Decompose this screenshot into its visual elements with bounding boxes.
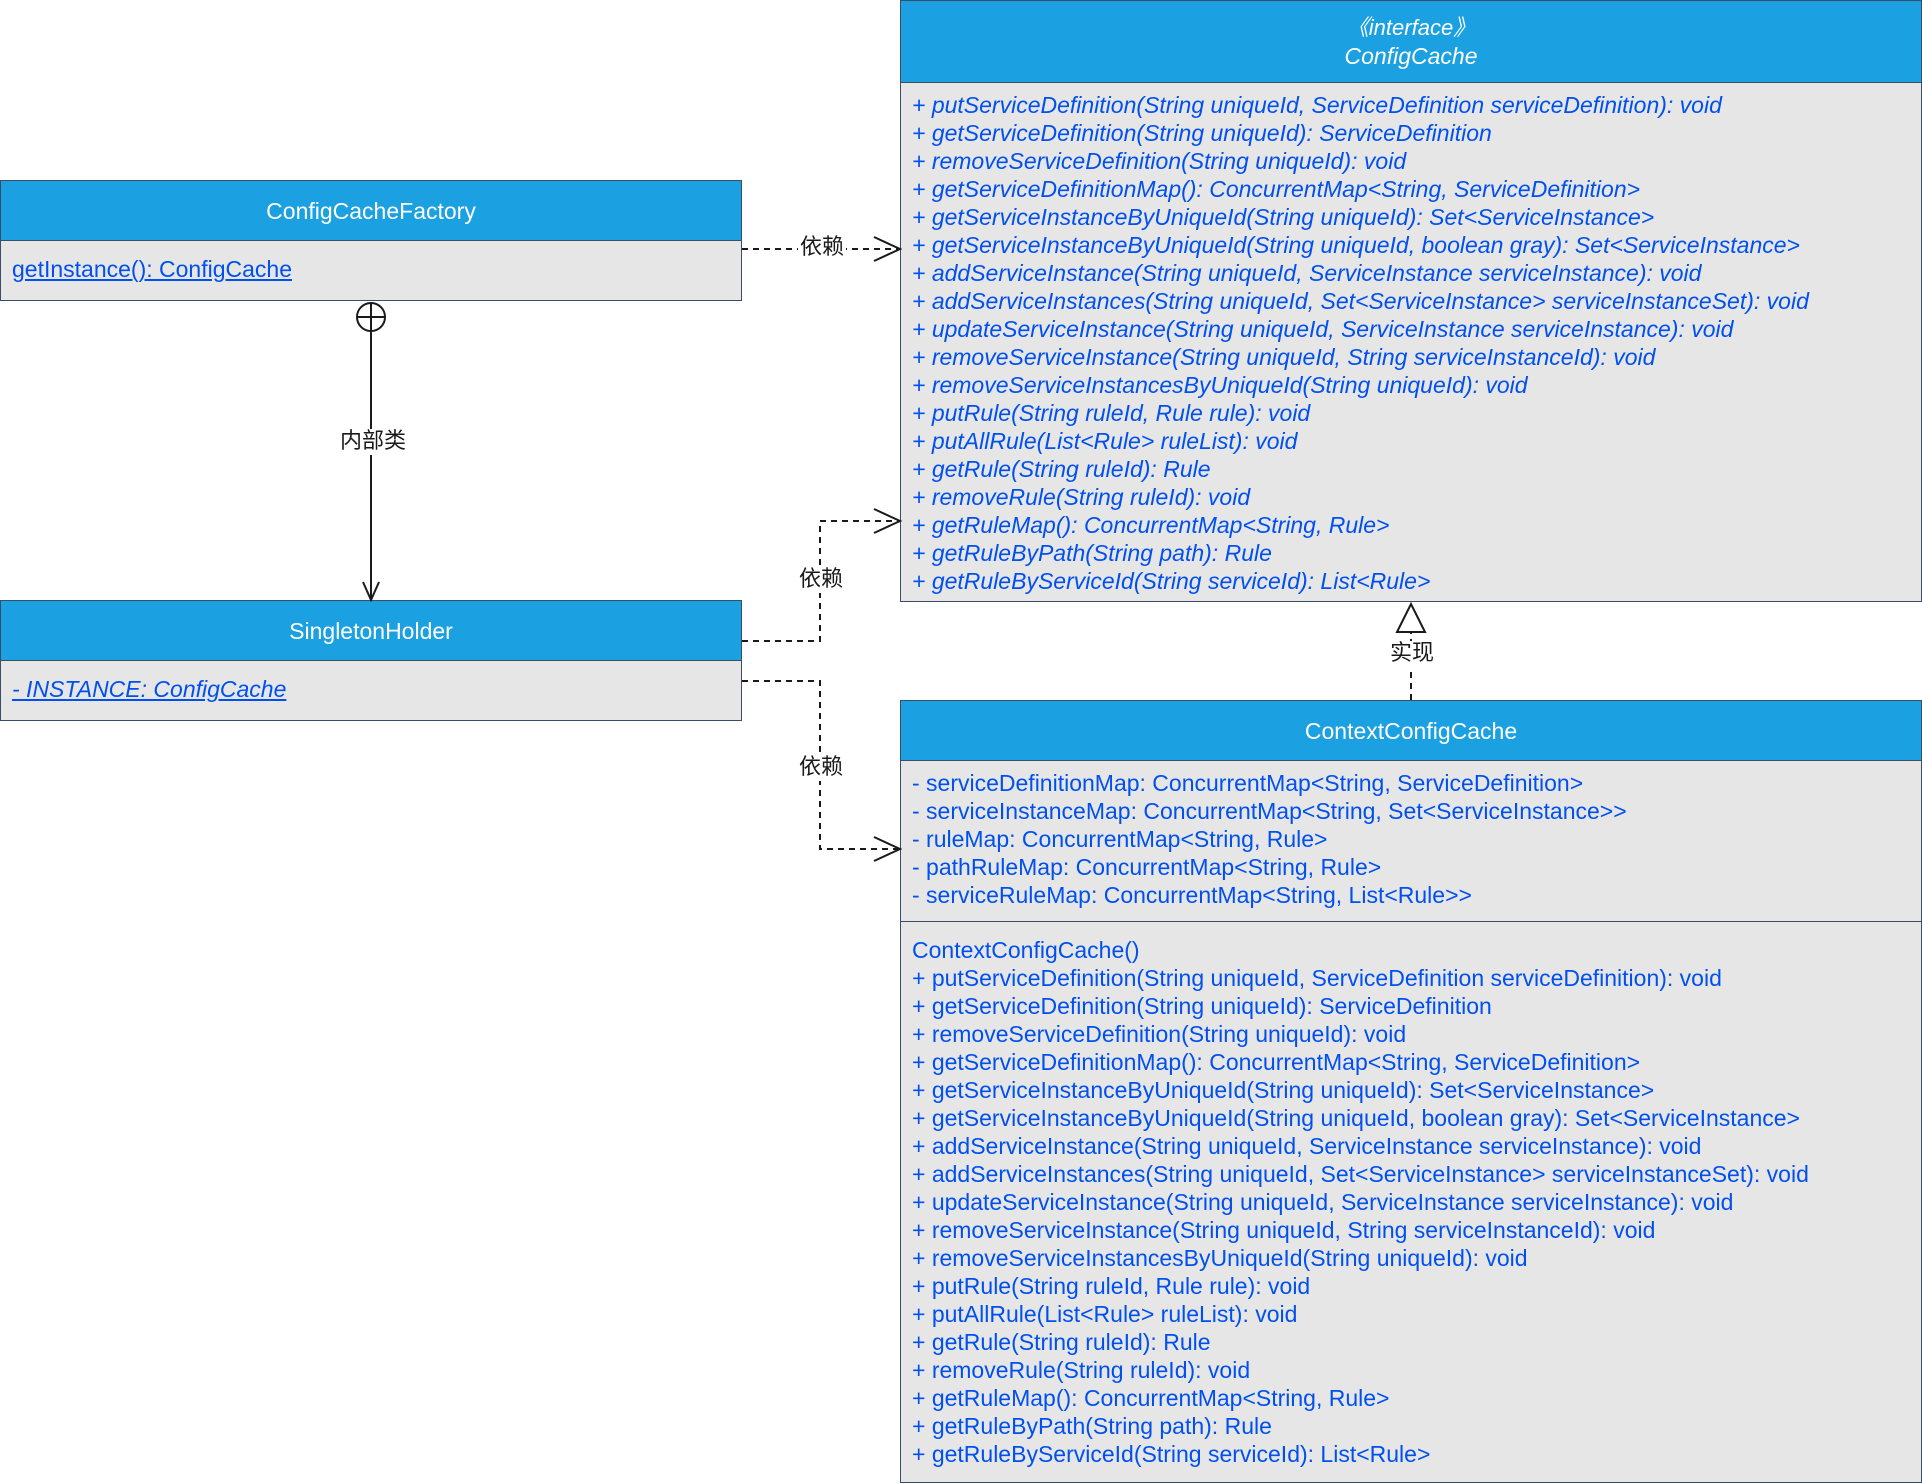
method-item: + updateServiceInstance(String uniqueId,… bbox=[912, 316, 1734, 342]
class-config-cache-factory[interactable]: ConfigCacheFactory getInstance(): Config… bbox=[0, 180, 742, 301]
method-item: + getRuleByServiceId(String serviceId): … bbox=[912, 568, 1431, 594]
interface-header: 《interface》 ConfigCache bbox=[901, 1, 1921, 83]
class-name: ContextConfigCache bbox=[1304, 717, 1518, 744]
method-item: + putAllRule(List<Rule> ruleList): void bbox=[912, 428, 1298, 454]
class-header: ConfigCacheFactory bbox=[1, 181, 741, 241]
attribute-item: - serviceInstanceMap: ConcurrentMap<Stri… bbox=[912, 798, 1627, 824]
method-item: + getServiceInstanceByUniqueId(String un… bbox=[912, 1105, 1800, 1131]
attribute-item: - pathRuleMap: ConcurrentMap<String, Rul… bbox=[912, 854, 1382, 880]
method-item: + removeServiceInstancesByUniqueId(Strin… bbox=[912, 1245, 1528, 1271]
method-item: + addServiceInstances(String uniqueId, S… bbox=[912, 288, 1809, 314]
method-item: + getServiceInstanceByUniqueId(String un… bbox=[912, 204, 1655, 230]
method-item: + removeServiceDefinition(String uniqueI… bbox=[912, 1021, 1407, 1047]
label-factory-dependency: 依赖 bbox=[798, 235, 847, 261]
method-item: ContextConfigCache() bbox=[912, 937, 1140, 963]
attribute-item: - serviceRuleMap: ConcurrentMap<String, … bbox=[912, 882, 1472, 908]
interface-config-cache[interactable]: 《interface》 ConfigCache + putServiceDefi… bbox=[900, 0, 1922, 602]
class-header: ContextConfigCache bbox=[901, 701, 1921, 761]
method-item: + getRuleMap(): ConcurrentMap<String, Ru… bbox=[912, 1385, 1390, 1411]
method-item: + putServiceDefinition(String uniqueId, … bbox=[912, 92, 1722, 118]
method-item: + getRule(String ruleId): Rule bbox=[912, 456, 1211, 482]
method-item: + updateServiceInstance(String uniqueId,… bbox=[912, 1189, 1734, 1215]
method-item: getInstance(): ConfigCache bbox=[12, 256, 292, 282]
open-arrowhead bbox=[873, 508, 903, 534]
class-name: SingletonHolder bbox=[289, 617, 453, 644]
method-item: + getRuleMap(): ConcurrentMap<String, Ru… bbox=[912, 512, 1390, 538]
method-item: + removeServiceInstance(String uniqueId,… bbox=[912, 1217, 1656, 1243]
method-item: + getRuleByPath(String path): Rule bbox=[912, 540, 1272, 566]
method-item: + removeServiceDefinition(String uniqueI… bbox=[912, 148, 1407, 174]
method-item: + removeServiceInstancesByUniqueId(Strin… bbox=[912, 372, 1528, 398]
method-item: + putRule(String ruleId, Rule rule): voi… bbox=[912, 400, 1311, 426]
method-item: + putRule(String ruleId, Rule rule): voi… bbox=[912, 1273, 1311, 1299]
attribute-item: - ruleMap: ConcurrentMap<String, Rule> bbox=[912, 826, 1328, 852]
open-arrowhead bbox=[873, 836, 903, 862]
label-holder-impl-dependency: 依赖 bbox=[797, 755, 846, 781]
method-item: + getServiceDefinitionMap(): ConcurrentM… bbox=[912, 176, 1641, 202]
method-item: + getRule(String ruleId): Rule bbox=[912, 1329, 1211, 1355]
hollow-triangle-head bbox=[1395, 601, 1427, 633]
method-item: + removeRule(String ruleId): void bbox=[912, 1357, 1251, 1383]
method-item: + getServiceInstanceByUniqueId(String un… bbox=[912, 232, 1800, 258]
method-item: + addServiceInstance(String uniqueId, Se… bbox=[912, 1133, 1702, 1159]
methods-section: ContextConfigCache()+ putServiceDefiniti… bbox=[901, 921, 1921, 1468]
method-item: + removeRule(String ruleId): void bbox=[912, 484, 1251, 510]
open-arrowhead bbox=[362, 581, 380, 603]
nesting-cross bbox=[357, 303, 385, 331]
method-item: + removeServiceInstance(String uniqueId,… bbox=[912, 344, 1656, 370]
method-item: + addServiceInstances(String uniqueId, S… bbox=[912, 1161, 1809, 1187]
class-name: ConfigCacheFactory bbox=[266, 197, 476, 224]
attribute-item: - INSTANCE: ConfigCache bbox=[12, 676, 287, 702]
method-item: + getServiceDefinitionMap(): ConcurrentM… bbox=[912, 1049, 1641, 1075]
class-singleton-holder[interactable]: SingletonHolder - INSTANCE: ConfigCache bbox=[0, 600, 742, 721]
methods-section: getInstance(): ConfigCache bbox=[1, 241, 741, 283]
interface-name: ConfigCache bbox=[1344, 42, 1478, 69]
attributes-section: - serviceDefinitionMap: ConcurrentMap<St… bbox=[901, 761, 1921, 921]
dependency-line-holder-impl bbox=[742, 680, 900, 850]
method-item: + getServiceDefinition(String uniqueId):… bbox=[912, 993, 1492, 1019]
attribute-item: - serviceDefinitionMap: ConcurrentMap<St… bbox=[912, 770, 1584, 796]
method-item: + putAllRule(List<Rule> ruleList): void bbox=[912, 1301, 1298, 1327]
methods-section: + putServiceDefinition(String uniqueId, … bbox=[901, 83, 1921, 595]
class-header: SingletonHolder bbox=[1, 601, 741, 661]
method-item: + getRuleByServiceId(String serviceId): … bbox=[912, 1441, 1431, 1467]
method-item: + getRuleByPath(String path): Rule bbox=[912, 1413, 1272, 1439]
open-arrowhead bbox=[873, 236, 903, 262]
method-item: + getServiceDefinition(String uniqueId):… bbox=[912, 120, 1492, 146]
method-item: + addServiceInstance(String uniqueId, Se… bbox=[912, 260, 1702, 286]
method-item: + putServiceDefinition(String uniqueId, … bbox=[912, 965, 1722, 991]
label-holder-interface-dependency: 依赖 bbox=[797, 567, 846, 593]
label-realization: 实现 bbox=[1388, 641, 1437, 667]
attributes-section: - INSTANCE: ConfigCache bbox=[1, 661, 741, 703]
interface-stereotype: 《interface》 bbox=[1346, 14, 1476, 40]
method-item: + getServiceInstanceByUniqueId(String un… bbox=[912, 1077, 1655, 1103]
label-inner-class: 内部类 bbox=[338, 429, 409, 455]
class-context-config-cache[interactable]: ContextConfigCache - serviceDefinitionMa… bbox=[900, 700, 1922, 1483]
